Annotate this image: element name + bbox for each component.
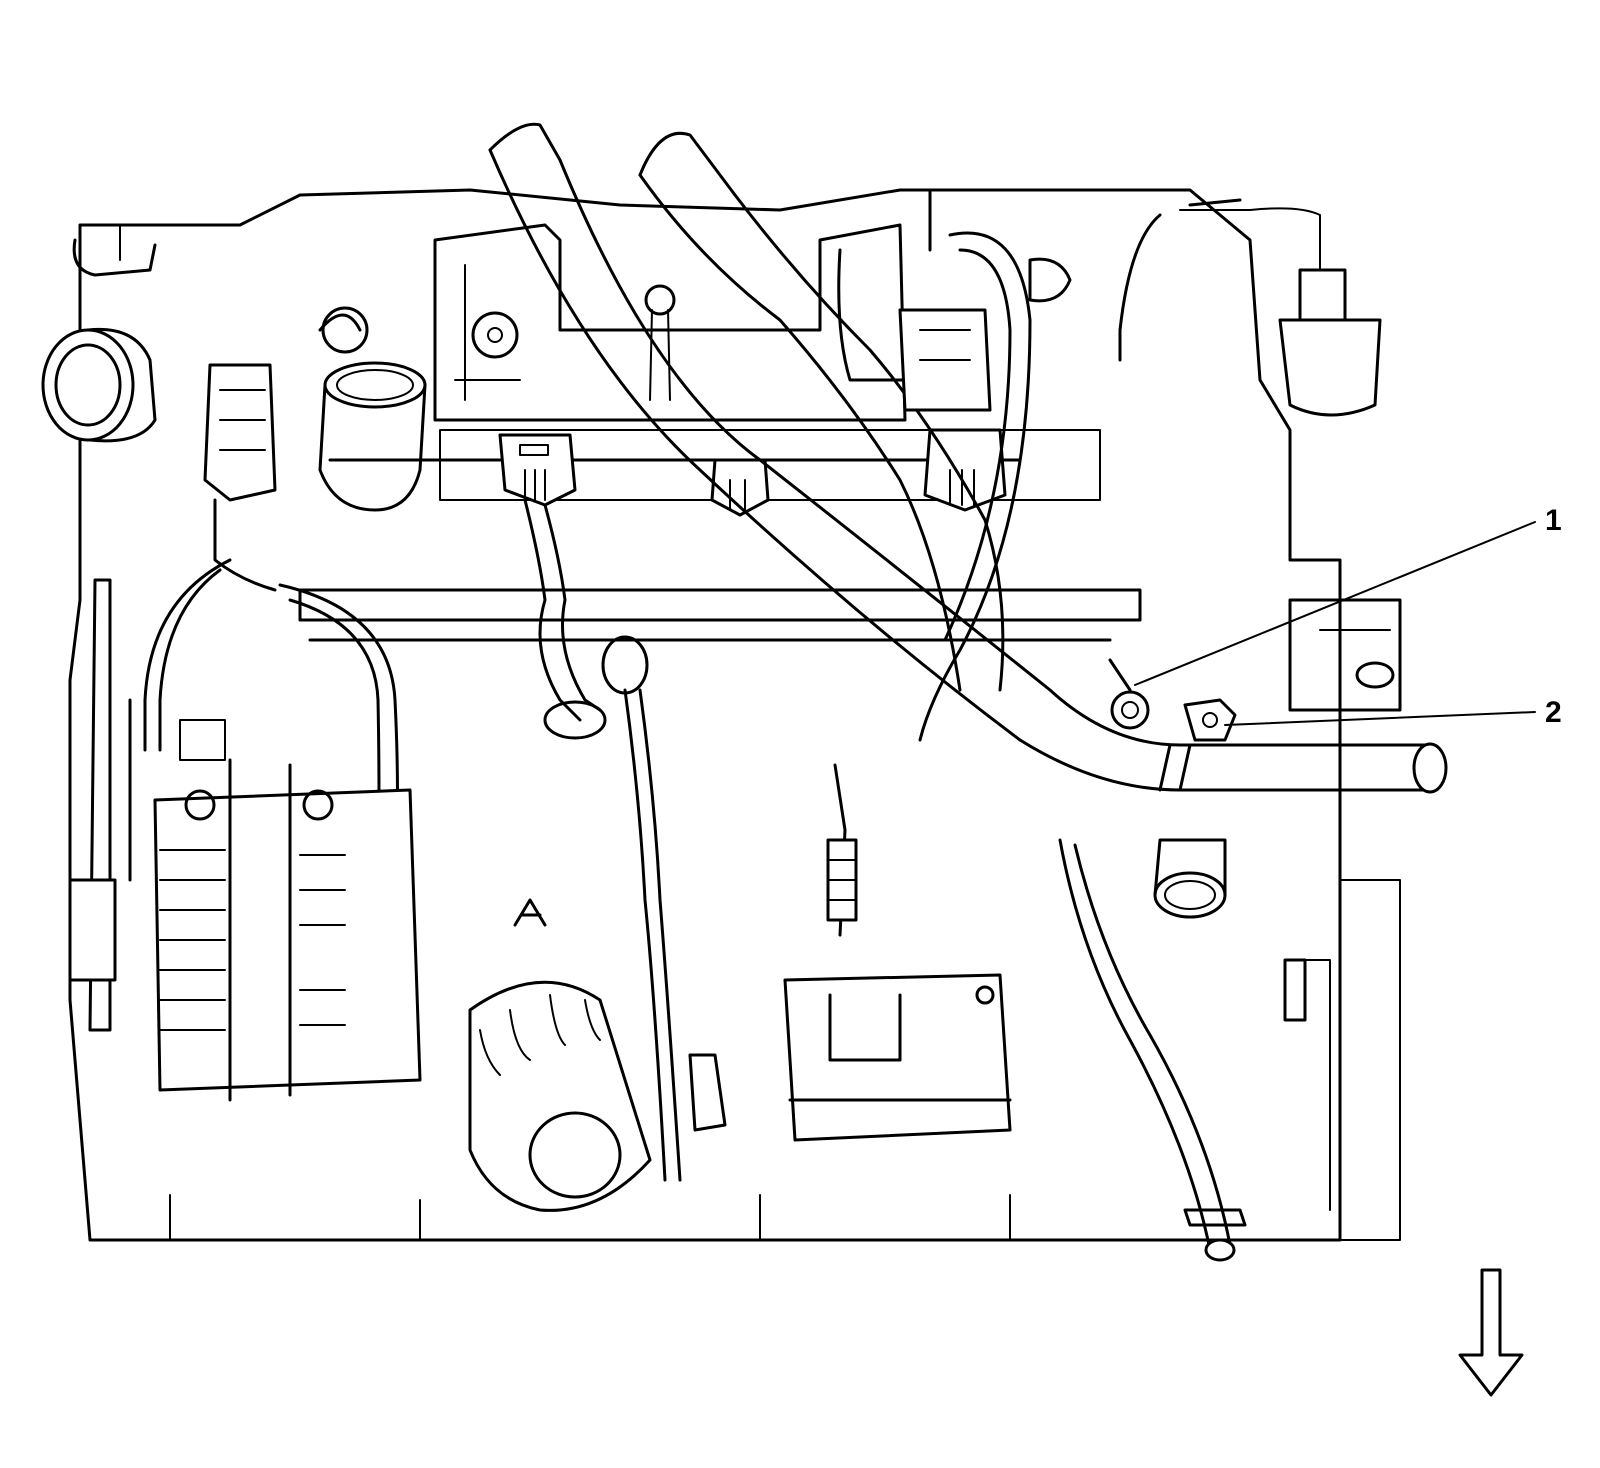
coolant-outlet-right: [1153, 838, 1227, 919]
bottom-edge: [159, 1194, 1341, 1241]
oxygen-sensor: [826, 763, 858, 937]
ground-bolt: [1108, 658, 1150, 730]
coolant-hose-lower-right: [1058, 838, 1247, 1262]
starter-motor: [688, 973, 1012, 1142]
harness-center-loop: [523, 498, 607, 740]
intake-rail: [298, 429, 1142, 642]
wiring-harness-main: [488, 122, 1448, 794]
alternator: [153, 719, 422, 1102]
callout-2-label: 2: [1545, 696, 1562, 729]
coolant-pipe-upper: [318, 306, 427, 512]
drive-belt: [68, 578, 132, 1032]
down-arrow-icon: [1458, 1268, 1524, 1397]
right-bracket: [1283, 598, 1402, 1022]
valve-cover: [433, 223, 907, 422]
callout-2: 2: [1224, 696, 1562, 729]
throttle-actuator: [898, 188, 1072, 412]
throttle-body: [41, 238, 157, 443]
injector-connector-2: [710, 458, 770, 517]
injector-connector-1: [498, 433, 577, 507]
vent-hose-right: [918, 231, 1032, 742]
harness-connector-left: [203, 363, 277, 592]
oil-filter: [468, 980, 652, 1212]
dipstick-ring: [601, 635, 682, 1182]
callout-1-label: 1: [1545, 504, 1562, 537]
canister-purge-valve: [1118, 198, 1382, 417]
casting-mark-a: [513, 898, 547, 927]
coolant-hose-large: [638, 132, 1005, 692]
ground-terminal: [1183, 698, 1237, 742]
callout-1: 1: [1134, 504, 1562, 686]
